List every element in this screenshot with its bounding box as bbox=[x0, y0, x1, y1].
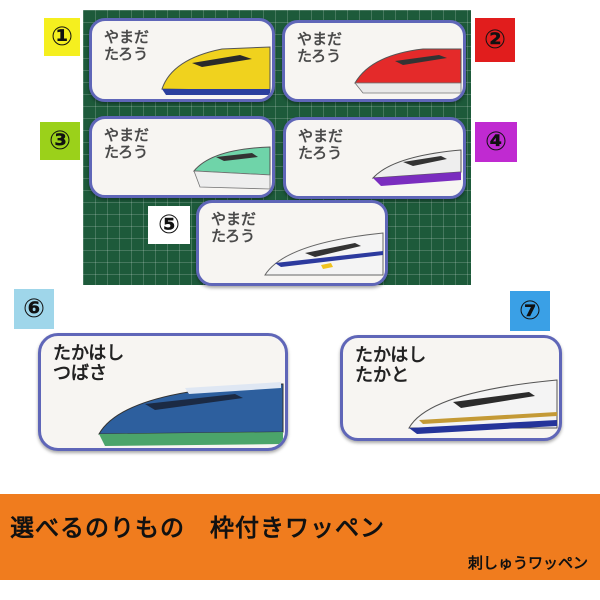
train-tsubasa-purple-icon bbox=[371, 149, 462, 186]
train-n700-white-icon bbox=[264, 232, 384, 276]
patch-name: たかはし たかと bbox=[355, 345, 427, 386]
train-kagayaki-white-icon bbox=[408, 379, 558, 434]
patch-name: たかはし つばさ bbox=[53, 343, 125, 384]
patch-2[interactable]: やまだ たろう bbox=[282, 20, 466, 102]
patch-3[interactable]: やまだ たろう bbox=[89, 116, 275, 198]
train-max-blue-green-icon bbox=[98, 382, 284, 446]
patch-4[interactable]: やまだ たろう bbox=[283, 117, 466, 199]
banner-title: 選べるのりもの 枠付きワッペン bbox=[10, 514, 385, 542]
number-badge-7: ⑦ bbox=[510, 291, 550, 331]
patch-name: やまだ たろう bbox=[298, 127, 344, 162]
train-komachi-red-icon bbox=[354, 48, 462, 94]
number-badge-2: ② bbox=[475, 18, 515, 62]
patch-name: やまだ たろう bbox=[211, 210, 257, 245]
patch-name: やまだ たろう bbox=[104, 126, 150, 161]
patch-1[interactable]: やまだ たろう bbox=[89, 18, 275, 102]
number-badge-1: ① bbox=[44, 18, 80, 56]
number-badge-6: ⑥ bbox=[14, 289, 54, 329]
number-badge-4: ④ bbox=[475, 122, 517, 162]
train-hayabusa-green-icon bbox=[192, 146, 271, 190]
patch-name: やまだ たろう bbox=[297, 30, 343, 65]
patch-5[interactable]: やまだ たろう bbox=[196, 200, 388, 286]
patch-7[interactable]: たかはし たかと bbox=[340, 335, 562, 441]
product-banner: 選べるのりもの 枠付きワッペン 刺しゅうワッペン bbox=[0, 494, 600, 580]
number-badge-5: ⑤ bbox=[148, 206, 190, 244]
banner-subtitle: 刺しゅうワッペン bbox=[467, 554, 588, 572]
train-doctor-yellow-icon bbox=[161, 46, 271, 95]
patch-6[interactable]: たかはし つばさ bbox=[38, 333, 288, 451]
number-badge-3: ③ bbox=[40, 122, 80, 160]
patch-name: やまだ たろう bbox=[104, 28, 150, 63]
